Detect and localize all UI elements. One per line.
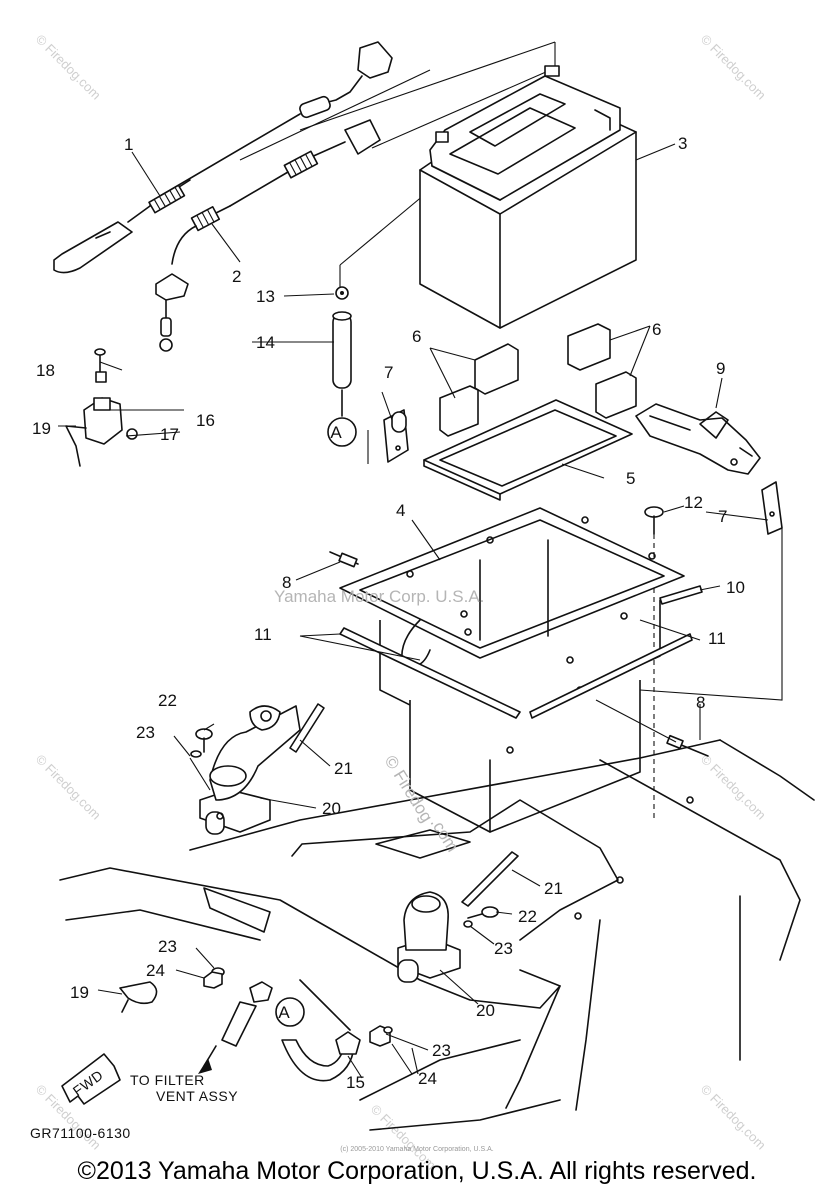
callout-6-left: 6 bbox=[412, 327, 421, 346]
nut-24-left bbox=[203, 967, 273, 1003]
callout-9: 9 bbox=[716, 359, 725, 378]
callout-19-lower: 19 bbox=[70, 983, 89, 1002]
callout-21-lower: 21 bbox=[544, 879, 563, 898]
callout-24-left: 24 bbox=[146, 961, 165, 980]
bracket-7-left bbox=[367, 409, 409, 464]
callout-1: 1 bbox=[124, 135, 133, 154]
wire-lead-1 bbox=[53, 41, 393, 274]
hose-clamp-19-lower bbox=[119, 981, 158, 1013]
callout-17: 17 bbox=[160, 425, 179, 444]
ref-marker-a-top: A bbox=[330, 423, 342, 442]
svg-text:© Firedog.com: © Firedog.com bbox=[698, 32, 769, 103]
vent-hose-15 bbox=[275, 997, 361, 1082]
callout-21-upper: 21 bbox=[334, 759, 353, 778]
bolt-8-right bbox=[595, 699, 709, 757]
battery-box-4 bbox=[339, 507, 685, 833]
svg-text:© Firedog.com: © Firedog.com bbox=[698, 1082, 769, 1153]
vent-tube-14 bbox=[327, 311, 357, 447]
callout-labels: 1 2 3 4 5 6 6 7 7 8 8 9 10 11 11 12 13 1… bbox=[30, 134, 745, 1141]
center-watermark: Yamaha Motor Corp. U.S.A. bbox=[274, 587, 484, 606]
screw-22-upper bbox=[189, 728, 213, 791]
wire-lead-2 bbox=[155, 119, 381, 352]
relay-assembly-16 bbox=[65, 348, 184, 467]
reference-lines bbox=[239, 41, 556, 290]
callout-10: 10 bbox=[726, 578, 745, 597]
callout-23-lower-right: 23 bbox=[432, 1041, 451, 1060]
callout-22-lower: 22 bbox=[518, 907, 537, 926]
footer-small-print: (c) 2005-2010 Yamaha Motor Corporation, … bbox=[340, 1146, 494, 1153]
callout-23-lower-left: 23 bbox=[158, 937, 177, 956]
callout-24-right: 24 bbox=[418, 1069, 437, 1088]
callout-5: 5 bbox=[626, 469, 635, 488]
callout-14: 14 bbox=[256, 333, 275, 352]
note-line-2: VENT ASSY bbox=[156, 1088, 238, 1104]
strips-10-11 bbox=[299, 585, 703, 719]
callout-23-right: 23 bbox=[494, 939, 513, 958]
leader-7 bbox=[639, 528, 783, 701]
callout-2: 2 bbox=[232, 267, 241, 286]
callout-11-right: 11 bbox=[708, 629, 726, 648]
vent-fitting-13 bbox=[335, 286, 349, 300]
callout-23-upper: 23 bbox=[136, 723, 155, 742]
callout-22-upper: 22 bbox=[158, 691, 177, 710]
callout-7-right: 7 bbox=[718, 507, 727, 526]
callout-8-left: 8 bbox=[282, 573, 291, 592]
gasket-5 bbox=[423, 399, 633, 501]
callout-4: 4 bbox=[396, 501, 405, 520]
callout-20-upper: 20 bbox=[322, 799, 341, 818]
screw-22-lower bbox=[463, 906, 499, 928]
callout-7-left: 7 bbox=[384, 363, 393, 382]
filter-pipe bbox=[198, 1001, 257, 1074]
callout-8-right: 8 bbox=[696, 693, 705, 712]
callout-20-lower: 20 bbox=[476, 1001, 495, 1020]
callout-12: 12 bbox=[684, 493, 703, 512]
callout-6-right: 6 bbox=[652, 320, 661, 339]
breather-valve-20-upper bbox=[199, 703, 325, 835]
bracket-7-right bbox=[761, 481, 783, 535]
callout-18: 18 bbox=[36, 361, 55, 380]
footer-copyright: ©2013 Yamaha Motor Corporation, U.S.A. A… bbox=[77, 1157, 757, 1185]
breather-valve-20-lower bbox=[397, 851, 519, 983]
drawing-code: GR71100-6130 bbox=[30, 1125, 131, 1141]
nut-24-right bbox=[369, 1025, 393, 1047]
battery-pads-6 bbox=[429, 323, 651, 437]
fwd-arrow-icon bbox=[61, 1053, 121, 1105]
callout-13: 13 bbox=[256, 287, 275, 306]
callout-15: 15 bbox=[346, 1073, 365, 1092]
callout-19-upper: 19 bbox=[32, 419, 51, 438]
hull-floor bbox=[59, 739, 815, 1131]
callout-11-left: 11 bbox=[254, 625, 272, 644]
note-line-1: TO FILTER bbox=[130, 1072, 205, 1088]
svg-text:© Firedog.com: © Firedog.com bbox=[33, 32, 104, 103]
bolt-8-left bbox=[329, 551, 359, 568]
svg-text:© Firedog.com: © Firedog.com bbox=[33, 752, 104, 823]
battery-strap-9 bbox=[635, 403, 761, 475]
callout-16: 16 bbox=[196, 411, 215, 430]
leader-lines bbox=[58, 143, 769, 1079]
ref-marker-a-bottom: A bbox=[278, 1003, 290, 1022]
battery bbox=[419, 65, 637, 329]
callout-3: 3 bbox=[678, 134, 687, 153]
